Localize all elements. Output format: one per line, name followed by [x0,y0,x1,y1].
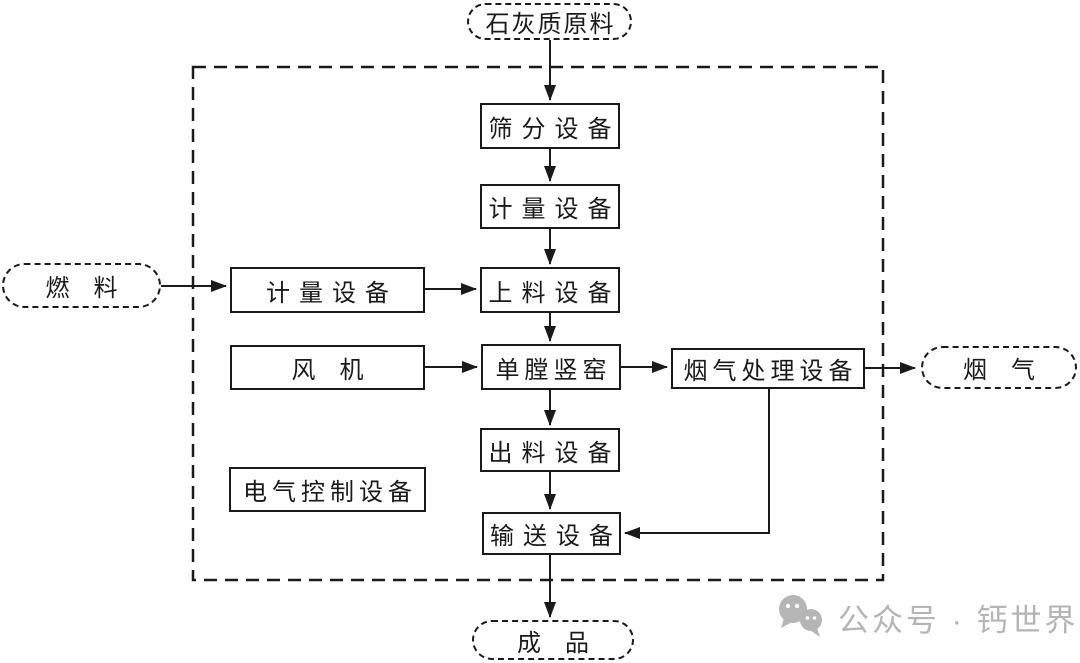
node-metering-equipment-top: 计量设备 [480,184,620,229]
node-electrical-control-equipment: 电气控制设备 [229,467,426,512]
node-flue-gas-treatment-equipment: 烟气处理设备 [671,348,865,389]
terminal-limestone-raw-material: 石灰质原料 [467,3,632,40]
wechat-icon [776,594,828,640]
node-feeding-equipment: 上料设备 [480,267,620,313]
watermark: 公众号 · 钙世界 [776,594,1079,640]
terminal-fuel: 燃 料 [2,263,161,308]
terminal-flue-gas: 烟 气 [921,346,1077,389]
node-discharge-equipment: 出料设备 [480,428,620,472]
watermark-text: 公众号 · 钙世界 [838,602,1079,638]
node-fan: 风 机 [230,345,425,390]
node-conveying-equipment: 输送设备 [482,512,621,555]
arrow-flue-treatment-to-conveying [624,389,770,539]
node-metering-equipment-left: 计量设备 [230,267,425,313]
terminal-finished-product: 成 品 [472,620,634,660]
node-single-chamber-shaft-kiln: 单膛竖窑 [481,344,621,390]
node-screening-equipment: 筛分设备 [480,103,620,149]
